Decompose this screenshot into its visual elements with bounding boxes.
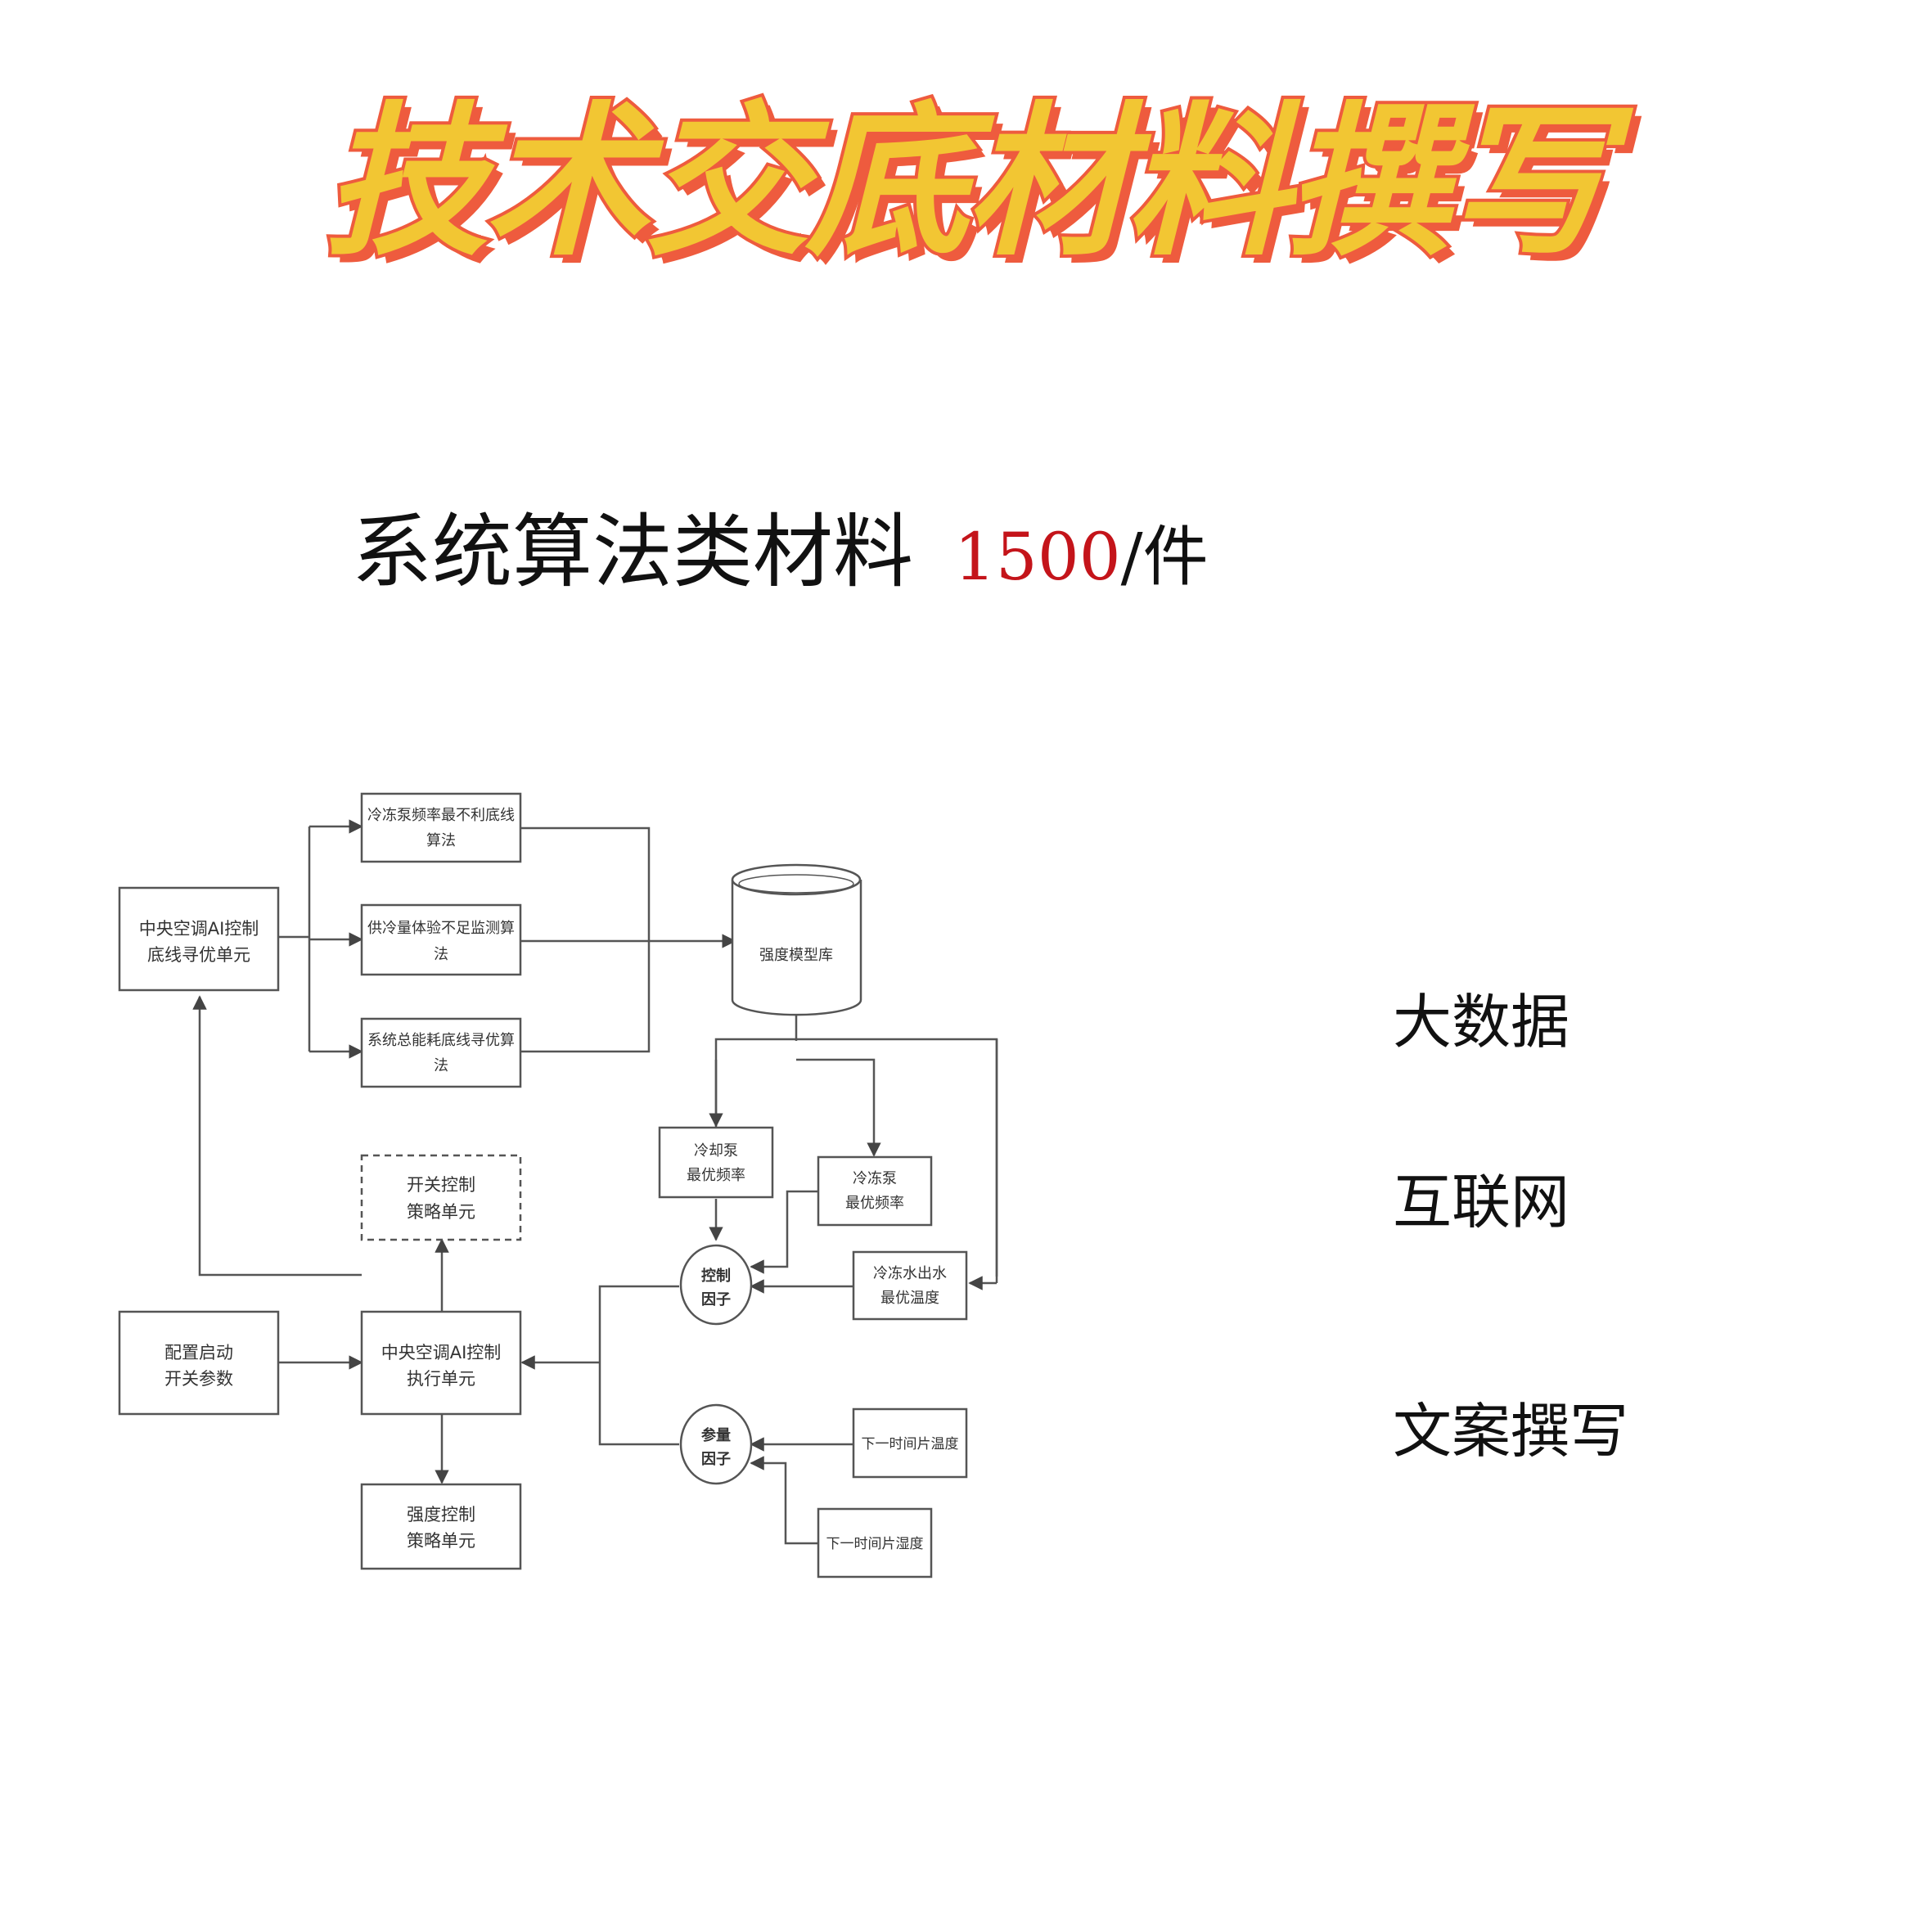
algo-cooling-box	[360, 903, 522, 976]
next-temp-label: 下一时间片温度	[862, 1436, 959, 1452]
control-factor-line2: 因子	[701, 1291, 731, 1308]
strength-unit-line1: 强度控制	[407, 1505, 475, 1524]
algo-cooling-line2: 法	[434, 946, 448, 963]
exec-unit-box	[360, 1310, 522, 1416]
algo-energy-box	[360, 1017, 522, 1088]
next-humidity-box	[817, 1507, 933, 1578]
chilled-pump-line2: 最优频率	[845, 1195, 904, 1212]
strength-unit-line2: 策略单元	[407, 1531, 475, 1551]
cooling-pump-line1: 冷却泵	[694, 1142, 738, 1160]
connectors	[192, 819, 998, 1545]
config-unit-box	[118, 1310, 280, 1416]
chilled-pump-box	[817, 1155, 933, 1227]
control-factor-line1: 控制	[701, 1267, 731, 1285]
price-category: 系统算法类材料	[352, 506, 914, 599]
baseline-unit-line2: 底线寻优单元	[147, 945, 250, 965]
algo-pump-line1: 冷冻泵频率最不利底线	[367, 807, 515, 824]
model-db-cylinder	[731, 863, 862, 1016]
algo-pump-box	[360, 792, 522, 863]
exec-unit-line2: 执行单元	[407, 1369, 475, 1389]
model-db-label: 强度模型库	[759, 947, 833, 964]
price-row: 系统算法类材料 1500/件	[352, 487, 1209, 603]
headline: 技术交底材料撰写	[321, 84, 1614, 281]
next-temp-box	[852, 1407, 968, 1479]
param-factor-circle	[679, 1403, 753, 1485]
switch-unit-line1: 开关控制	[407, 1175, 475, 1195]
chilled-temp-box	[852, 1250, 968, 1321]
chilled-temp-line2: 最优温度	[880, 1290, 939, 1307]
cooling-pump-line2: 最优频率	[687, 1167, 745, 1184]
param-factor-line1: 参量	[701, 1426, 731, 1444]
chilled-temp-line1: 冷冻水出水	[873, 1265, 947, 1282]
control-factor-circle	[679, 1244, 753, 1326]
algo-pump-line2: 算法	[426, 832, 456, 849]
exec-unit-line1: 中央空调AI控制	[381, 1343, 502, 1362]
algo-cooling-line1: 供冷量体验不足监测算	[367, 920, 515, 937]
price-amount: 1500	[954, 519, 1121, 595]
switch-unit-line2: 策略单元	[407, 1202, 475, 1222]
algo-energy-line1: 系统总能耗底线寻优算	[367, 1032, 515, 1049]
param-factor-line2: 因子	[701, 1451, 731, 1468]
config-unit-line1: 配置启动	[164, 1343, 233, 1362]
price-unit: /件	[1120, 519, 1209, 595]
baseline-unit-box	[118, 886, 280, 992]
cooling-pump-box	[658, 1126, 774, 1199]
switch-unit-box	[360, 1154, 522, 1241]
algo-energy-line2: 法	[434, 1057, 448, 1074]
next-humidity-label: 下一时间片湿度	[826, 1536, 924, 1552]
config-unit-line2: 开关参数	[164, 1369, 233, 1389]
tag-internet: 互联网	[1393, 1168, 1570, 1236]
tag-copywriting: 文案撰写	[1393, 1397, 1629, 1466]
strength-unit-box	[360, 1483, 522, 1570]
chilled-pump-line1: 冷冻泵	[853, 1170, 897, 1187]
baseline-unit-line1: 中央空调AI控制	[139, 919, 259, 939]
tag-big-data: 大数据	[1393, 988, 1570, 1056]
